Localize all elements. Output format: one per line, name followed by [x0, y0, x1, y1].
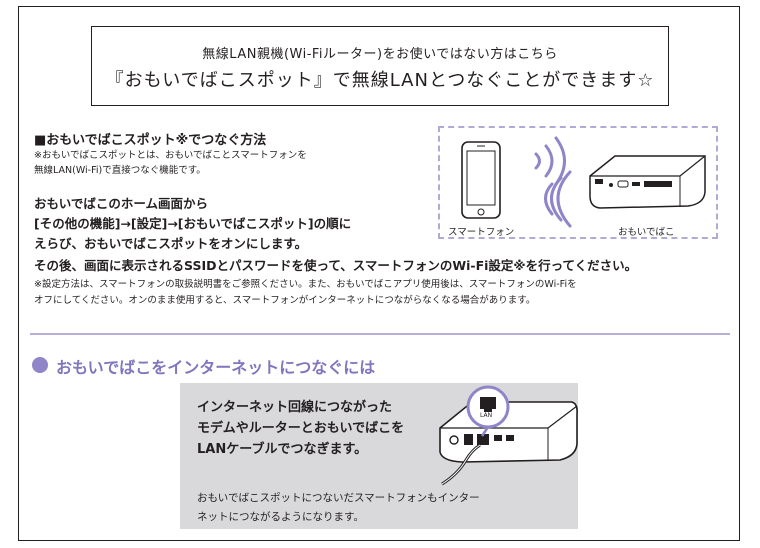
wifi-waves-icon	[534, 136, 572, 228]
intro-banner: 無線LAN親機(Wi-Fiルーター)をお使いではない方はこちら 『おもいでばこス…	[91, 26, 669, 106]
internet-main-text: インターネット回線につながった モデムやルーターとおもいでばこを LANケーブル…	[197, 397, 404, 460]
internet-note-line-1: おもいでばこスポットにつないだスマートフォンもインター	[197, 492, 480, 504]
page-frame	[18, 6, 740, 541]
step-line-4: その後、画面に表示されるSSIDとパスワードを使って、スマートフォンのWi-Fi…	[34, 258, 638, 273]
banner-line-1: 無線LAN親機(Wi-Fiルーター)をお使いではない方はこちら	[202, 47, 558, 62]
section-divider	[30, 333, 730, 335]
spot-heading: ■おもいでばこスポット※でつなぐ方法	[34, 133, 267, 148]
omoidebako-device-icon	[589, 155, 706, 209]
step-line-1: おもいでばこのホーム画面から	[34, 196, 209, 211]
internet-main-line-2: モデムやルーターとおもいでばこを	[197, 421, 405, 436]
banner-line-2: 『おもいでばこスポット』で無線LANとつなぐことができます☆	[105, 70, 655, 91]
step-line-3: えらび、おもいでばこスポットをオンにします。	[34, 236, 308, 251]
smartphone-icon	[461, 141, 501, 219]
connection-diagram: スマートフォン おもいでばこ	[438, 126, 718, 239]
spot-desc-line-1: ※おもいでばこスポットとは、おもいでばことスマートフォンを	[34, 150, 307, 161]
internet-main-line-1: インターネット回線につながった	[197, 400, 393, 415]
lan-port-label: LAN	[480, 412, 493, 419]
internet-main-line-3: LANケーブルでつなぎます。	[197, 442, 368, 457]
lan-connection-illustration	[439, 385, 578, 486]
internet-note-line-2: ネットにつながるようになります。	[197, 511, 364, 523]
step-line-2: [その他の機能]→[設定]→[おもいでばこスポット]の順に	[34, 216, 352, 231]
section-title: おもいでばこをインターネットにつなぐには	[56, 358, 376, 377]
internet-note-text: おもいでばこスポットにつないだスマートフォンもインター ネットにつながるようにな…	[197, 489, 480, 527]
device-label: おもいでばこ	[618, 227, 675, 238]
diagram-illustration	[461, 136, 706, 228]
spot-desc-line-2: 無線LAN(Wi-Fi)で直接つなぐ機能です。	[34, 165, 206, 176]
section-bullet-icon	[32, 357, 48, 373]
note-line-1: ※設定方法は、スマートフォンの取扱説明書をご参照ください。また、おもいでばこアプ…	[34, 279, 577, 290]
note-line-2: オフにしてください。オンのまま使用すると、スマートフォンがインターネットにつなが…	[34, 295, 536, 306]
lan-port-zoom-icon	[466, 385, 510, 437]
lan-cable-icon	[441, 443, 481, 486]
smartphone-label: スマートフォン	[448, 227, 515, 238]
